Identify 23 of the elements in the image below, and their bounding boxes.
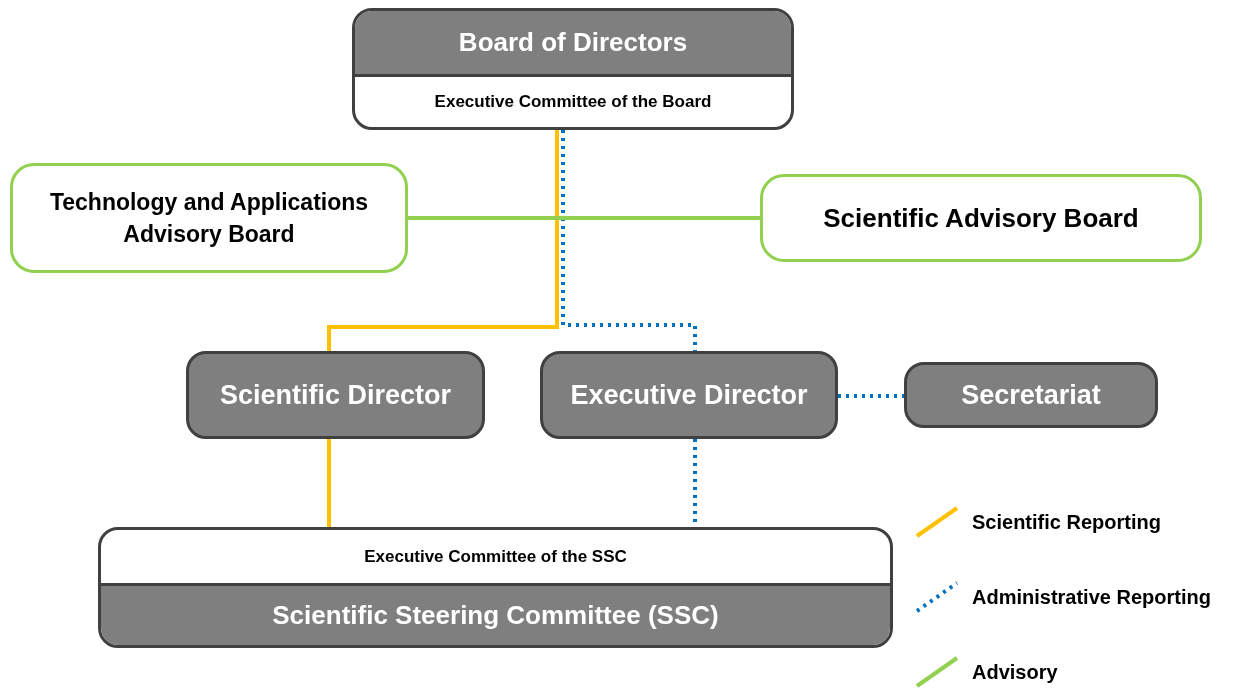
legend-label: Scientific Reporting [972, 510, 1161, 535]
box-title: Executive Director [570, 378, 808, 412]
box-title: Technology and Applications Advisory Board [48, 187, 370, 249]
legend-label: Administrative Reporting [972, 585, 1211, 610]
box-title: Secretariat [961, 378, 1101, 412]
connector-line [408, 216, 760, 220]
box-title: Board of Directors [355, 11, 791, 77]
committee-box [98, 527, 893, 648]
box-subtitle: Executive Committee of the Board [433, 91, 713, 114]
box-title: Scientific Director [219, 378, 452, 412]
box-title: Scientific Advisory Board [823, 201, 1139, 235]
role-box [904, 362, 1158, 428]
connector-line [327, 439, 331, 527]
role-box [540, 351, 838, 439]
advisory-box [10, 163, 408, 273]
legend-label: Advisory [972, 660, 1058, 685]
advisory-box [760, 174, 1202, 262]
connector-line [327, 130, 559, 351]
dotted-connector [838, 394, 904, 398]
committee-box [352, 8, 794, 130]
box-subtitle: Executive Committee of the SSC [363, 545, 628, 568]
role-box [186, 351, 485, 439]
box-title: Scientific Steering Committee (SSC) [101, 583, 890, 645]
